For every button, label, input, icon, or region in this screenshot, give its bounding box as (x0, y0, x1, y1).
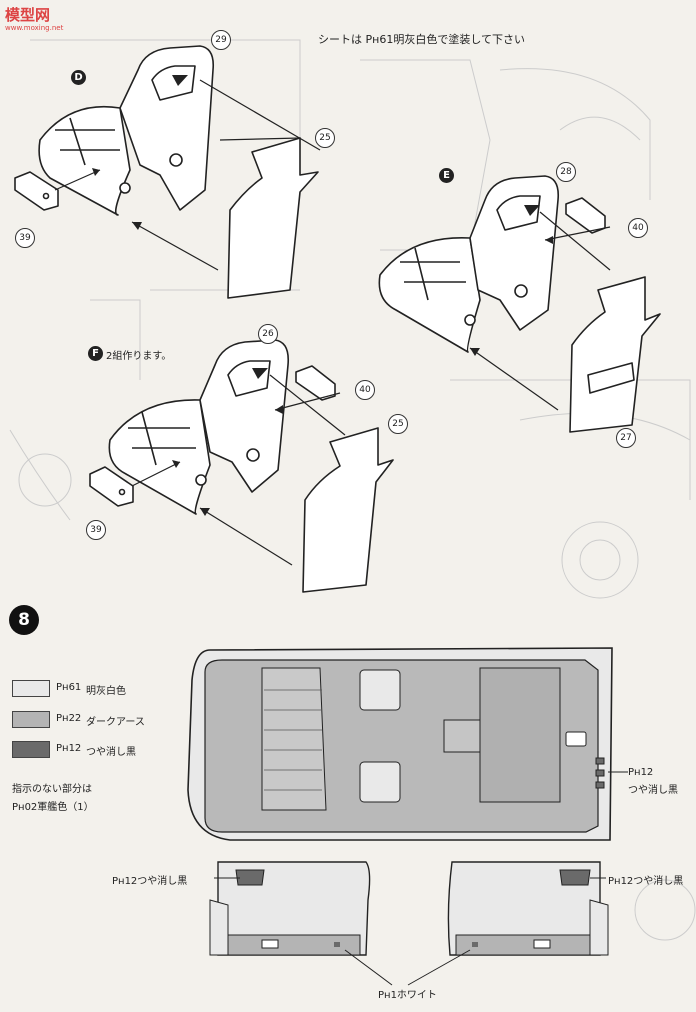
step-d-marker: D (71, 70, 86, 85)
floor-callout-name: つや消し黒 (628, 785, 678, 796)
part-callout-39b: 39 (86, 520, 106, 540)
legend-name-2: ダークアース (86, 717, 145, 728)
part-callout-25b: 25 (388, 414, 408, 434)
floor-callout-code: Pн12 (628, 767, 654, 778)
part-callout-29: 29 (211, 30, 231, 50)
part-callout-25: 25 (315, 128, 335, 148)
paint-note: シートは Pн61明灰白色で塗装して下さい (318, 33, 525, 46)
door-right-callout: Pн12つや消し黒 (608, 876, 684, 887)
watermark-url: www.moxing.net (5, 24, 64, 32)
part-callout-26: 26 (258, 324, 278, 344)
step-f-note: 2組作ります。 (106, 351, 172, 362)
legend-name-3: つや消し黒 (86, 747, 136, 758)
part-callout-27: 27 (616, 428, 636, 448)
watermark-logo: 模型网 (5, 6, 51, 24)
legend-code-2: Pн22 (56, 713, 82, 724)
door-left-callout: Pн12つや消し黒 (112, 876, 188, 887)
default-note-line1: 指示のない部分は (12, 784, 92, 795)
part-callout-39: 39 (15, 228, 35, 248)
legend-name-1: 明灰白色 (86, 686, 126, 697)
part-callout-40: 40 (628, 218, 648, 238)
part-callout-28: 28 (556, 162, 576, 182)
legend-swatch-light (12, 680, 50, 697)
legend-code-3: Pн12 (56, 743, 82, 754)
legend-code-1: Pн61 (56, 682, 82, 693)
step-e-marker: E (439, 168, 454, 183)
door-bottom-callout: Pн1ホワイト (378, 990, 437, 1001)
default-note-line2: Pн02軍艦色（1） (12, 802, 94, 813)
step-8-marker: 8 (9, 605, 39, 635)
step-f-marker: F (88, 346, 103, 361)
legend-swatch-dark (12, 741, 50, 758)
part-callout-40b: 40 (355, 380, 375, 400)
legend-swatch-mid (12, 711, 50, 728)
